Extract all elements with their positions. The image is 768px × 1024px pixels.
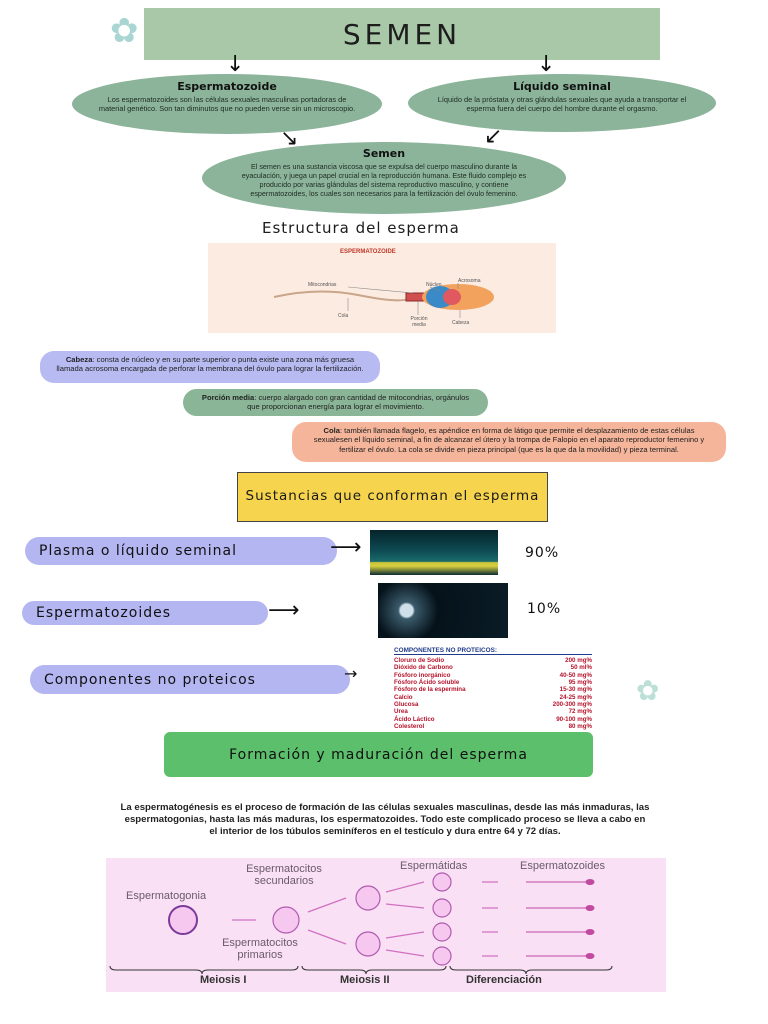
table-cell: Urea (394, 708, 408, 716)
label-secundarios: Espermatocitos secundarios (246, 863, 322, 887)
table-row: Glucosa 200-300 mg% (394, 701, 592, 708)
concept-espermatozoide: Espermatozoide Los espermatozoides son l… (72, 74, 382, 134)
seminal-fluid-photo (370, 530, 498, 575)
table-row: Urea 72 mg% (394, 708, 592, 715)
label-primarios: Espermatocitos primarios (222, 937, 298, 961)
table-cell: 90-100 mg% (556, 715, 592, 723)
arrow-down-icon: ↓ (537, 52, 556, 77)
figure-label: Cabeza (452, 320, 470, 326)
definition-cabeza: Cabeza: consta de núcleo y en su parte s… (40, 351, 380, 383)
percent-plasma: 90% (525, 545, 560, 561)
concept-title: Líquido seminal (513, 80, 611, 93)
concept-text: El semen es una sustancia viscosa que se… (241, 162, 527, 198)
label-meiosis-2: Meiosis II (340, 974, 390, 986)
table-row: Calcio 24-25 mg% (394, 694, 592, 701)
spermatogenesis-diagram: Espermatogonia Espermatocitos secundario… (106, 858, 666, 992)
flower-decoration-icon: ✿ (110, 11, 139, 51)
definition-cola: Cola: también llamada flagelo, es apéndi… (292, 422, 726, 462)
table-cell: 24-25 mg% (559, 693, 592, 701)
table-cell: Calcio (394, 693, 413, 701)
page-title: SEMEN (144, 8, 660, 60)
section-heading-estructura: Estructura del esperma (262, 219, 460, 237)
table-cell: 80 mg% (568, 722, 592, 730)
arrow-right-icon: ⟶ (330, 535, 362, 560)
table-row: Fósforo Ácido soluble 95 mg% (394, 679, 592, 686)
arrow-right-icon: → (344, 664, 358, 683)
section-heading-sustancias: Sustancias que conforman el esperma (237, 472, 548, 522)
concept-liquido-seminal: Líquido seminal Líquido de la próstata y… (408, 74, 716, 132)
table-cell: Fósforo Ácido soluble (394, 678, 460, 686)
definition-text: : también llamada flagelo, es apéndice e… (313, 426, 705, 454)
percent-espermatozoides: 10% (527, 601, 562, 617)
figure-label: Acrosoma (458, 278, 481, 284)
table-row: Dióxido de Carbono 50 ml% (394, 664, 592, 671)
arrow-right-icon: ⟶ (268, 598, 300, 623)
table-cell: Dióxido de Carbono (394, 664, 453, 672)
table-cell: 200 mg% (565, 657, 592, 664)
table-row: Ácido Láctico 90-100 mg% (394, 716, 592, 723)
definition-text: : consta de núcleo y en su parte superio… (56, 355, 364, 374)
sperm-structure-figure: ESPERMATOZOIDE Mitocondrias Núcleo Acros… (208, 243, 556, 333)
table-cell: 15-30 mg% (559, 686, 592, 694)
substance-plasma: Plasma o líquido seminal (25, 537, 337, 565)
table-cell: Cloruro de Sodio (394, 657, 445, 664)
concept-title: Espermatozoide (177, 80, 277, 93)
figure-label: Núcleo (426, 282, 442, 288)
figure-title: ESPERMATOZOIDE (340, 249, 396, 255)
section-heading-formacion: Formación y maduración del esperma (164, 732, 593, 777)
label-diferenciacion: Diferenciación (466, 974, 542, 986)
definition-term: Cabeza (65, 355, 93, 364)
concept-text: Líquido de la próstata y otras glándulas… (437, 95, 687, 114)
definition-porcion-media: Porción media: cuerpo alargado con gran … (183, 389, 488, 416)
concept-text: Los espermatozoides son las células sexu… (98, 95, 356, 114)
definition-text: : cuerpo alargado con gran cantidad de m… (247, 393, 470, 412)
figure-label: Cola (338, 313, 349, 319)
concept-semen: Semen El semen es una sustancia viscosa … (202, 142, 566, 214)
non-protein-table: COMPONENTES NO PROTEICOS: Cloruro de Sod… (392, 645, 594, 730)
label-espermatozoides: Espermatozoides (520, 860, 605, 872)
definition-term: Cola (323, 426, 340, 435)
table-row: Colesterol 80 mg% (394, 723, 592, 730)
table-cell: Colesterol (394, 722, 425, 730)
formacion-description: La espermatogénesis es el proceso de for… (120, 802, 650, 838)
figure-label: Porción media (410, 316, 428, 328)
substance-componentes: Componentes no proteicos (30, 665, 350, 694)
label-meiosis-1: Meiosis I (200, 974, 247, 986)
table-cell: 72 mg% (568, 708, 592, 716)
substance-espermatozoides: Espermatozoides (22, 601, 268, 625)
spermatogenesis-illustration (109, 872, 613, 975)
arrow-down-right-icon: ↘ (280, 126, 299, 151)
arrow-down-left-icon: ↙ (484, 124, 503, 149)
table-cell: 95 mg% (568, 678, 592, 686)
table-cell: 200-300 mg% (552, 700, 592, 708)
figure-label: Mitocondrias (308, 282, 337, 288)
definition-term: Porción media (201, 393, 255, 402)
table-cell: Ácido Láctico (394, 715, 435, 723)
arrow-down-icon: ↓ (226, 52, 245, 77)
table-row: Cloruro de Sodio 200 mg% (394, 657, 592, 664)
flower-decoration-icon: ✿ (636, 674, 660, 707)
label-espermatogonia: Espermatogonia (126, 890, 207, 902)
table-row: Fósforo de la espermina 15-30 mg% (394, 686, 592, 693)
table-cell: Fósforo de la espermina (394, 686, 466, 694)
sperm-microscope-photo (378, 583, 508, 638)
label-espermatidas: Espermátidas (400, 860, 468, 872)
table-cell: Fósforo inorgánico (394, 671, 451, 679)
concept-title: Semen (362, 147, 406, 160)
table-cell: 40-50 mg% (559, 671, 592, 679)
table-cell: 50 ml% (570, 664, 592, 672)
table-row: Fósforo inorgánico 40-50 mg% (394, 672, 592, 679)
sperm-illustration (273, 283, 494, 318)
table-header: COMPONENTES NO PROTEICOS: (394, 647, 592, 655)
table-cell: Glucosa (394, 700, 419, 708)
